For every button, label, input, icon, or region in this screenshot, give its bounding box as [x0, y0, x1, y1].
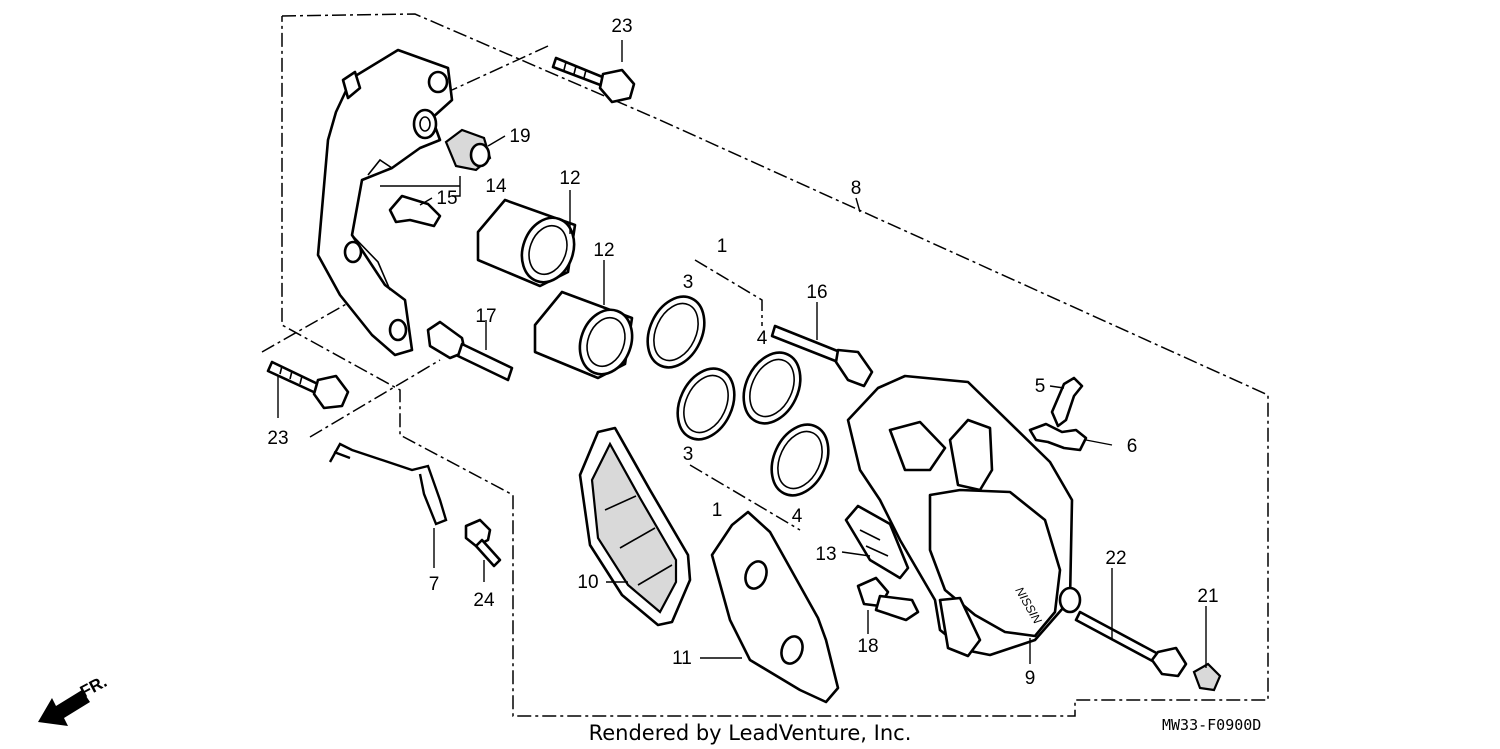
- cap-21: [1192, 662, 1222, 692]
- rendered-by-credit: Rendered by LeadVenture, Inc.: [589, 721, 912, 745]
- bolt-23-lower: [266, 360, 350, 410]
- diagram-code: MW33-F0900D: [1162, 716, 1261, 734]
- callout-23-top: 23: [611, 16, 632, 37]
- bleeder-cap-6: [1028, 422, 1088, 452]
- callout-4-lower: 4: [792, 506, 803, 527]
- pin-17: [426, 320, 514, 382]
- callout-6: 6: [1127, 436, 1138, 457]
- callout-1-lower: 1: [712, 500, 723, 521]
- callout-22: 22: [1105, 548, 1126, 569]
- callout-4-upper: 4: [757, 328, 768, 349]
- pad-retainer-13: [844, 504, 910, 580]
- callout-13: 13: [815, 544, 836, 565]
- callout-16: 16: [806, 282, 827, 303]
- front-direction-arrow: FR.: [38, 672, 110, 726]
- callout-8: 8: [851, 178, 862, 199]
- piston-12-upper: [476, 198, 577, 288]
- bolt-24: [464, 518, 502, 568]
- callout-9: 9: [1025, 668, 1036, 689]
- callout-21: 21: [1197, 586, 1218, 607]
- piston-seals: [646, 295, 830, 497]
- bleeder-valve-18: [856, 576, 920, 622]
- callout-14: 14: [485, 176, 507, 197]
- brake-pad-10: [578, 426, 692, 627]
- callout-3-upper: 3: [683, 272, 694, 293]
- leader-lines: [277, 40, 1207, 668]
- caliper-body-9: NISSIN: [846, 374, 1082, 658]
- callout-18: 18: [857, 636, 878, 657]
- callout-7: 7: [429, 574, 440, 595]
- pin-16: [770, 324, 874, 388]
- piston-12-lower: [533, 290, 634, 380]
- callout-1-upper: 1: [717, 236, 728, 257]
- slide-pin-22: [1074, 610, 1188, 678]
- clip-15: [388, 194, 442, 228]
- callout-24: 24: [473, 590, 495, 611]
- arrow-icon: [38, 690, 90, 726]
- callout-15: 15: [436, 188, 457, 209]
- boot-19: [444, 128, 492, 172]
- callout-3-lower: 3: [683, 444, 694, 465]
- callout-23-lower: 23: [267, 428, 288, 449]
- assembly-boundary-lines: [261, 13, 1269, 717]
- brake-pad-11: [710, 510, 840, 704]
- callout-19: 19: [509, 126, 530, 147]
- callout-10: 10: [577, 572, 598, 593]
- callout-5: 5: [1035, 376, 1046, 397]
- bolt-23-top: [551, 56, 636, 104]
- callout-12-lower: 12: [593, 240, 614, 261]
- pad-spring-7: [328, 442, 448, 526]
- bleeder-screw-5: [1050, 376, 1084, 428]
- callout-11: 11: [672, 648, 692, 669]
- callout-17: 17: [475, 306, 496, 327]
- callout-labels: 23 19 14 15 12 12 8 1 3 16 4 17 5 6 23 3…: [267, 16, 1218, 689]
- callout-12-upper: 12: [559, 168, 580, 189]
- caliper-bracket: [316, 48, 454, 357]
